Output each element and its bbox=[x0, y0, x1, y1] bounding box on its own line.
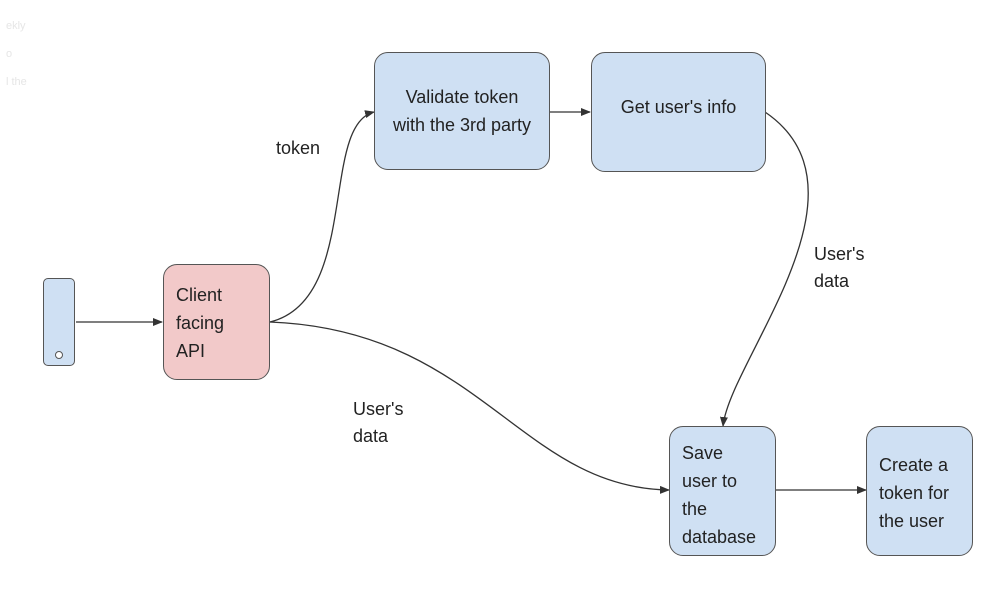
edge-label-line: User's bbox=[814, 244, 865, 264]
node-client-facing-api: Client facing API bbox=[163, 264, 270, 380]
faint-text-fragment: ekly bbox=[6, 20, 26, 32]
node-text-line: the user bbox=[879, 511, 945, 531]
phone-icon bbox=[43, 278, 75, 366]
node-text-line: database bbox=[682, 527, 757, 547]
edge-label-line: User's bbox=[353, 399, 404, 419]
node-text-line: Create a bbox=[879, 455, 949, 475]
node-text-line: Client bbox=[176, 285, 223, 305]
faint-text-fragment: l the bbox=[6, 76, 27, 88]
node-get-users-info: Get user's info bbox=[591, 52, 766, 172]
node-text-line: user to bbox=[682, 471, 738, 491]
node-text-line: with the 3rd party bbox=[392, 115, 532, 135]
phone-home-button bbox=[55, 351, 63, 359]
edge-label-token: token bbox=[276, 138, 321, 158]
edge-label-users-data-bottom: User's data bbox=[353, 396, 403, 450]
edge-get-info-to-save-user bbox=[719, 111, 809, 427]
node-create-token: Create a token for the user bbox=[866, 426, 973, 556]
edge-client-api-to-save-user bbox=[269, 321, 670, 494]
edge-label-line: data bbox=[353, 426, 389, 446]
edge-label-line: data bbox=[814, 271, 850, 291]
node-save-user: Save user to the database bbox=[669, 426, 776, 556]
node-text-line: Get user's info bbox=[620, 97, 737, 117]
faint-text-fragment: o bbox=[6, 48, 13, 60]
edge-label-users-data-right: User's data bbox=[814, 241, 864, 295]
node-text-line: facing bbox=[176, 313, 225, 333]
node-validate-token: Validate token with the 3rd party bbox=[374, 52, 550, 170]
node-text-line: API bbox=[176, 341, 206, 361]
node-text-line: Save bbox=[682, 443, 724, 463]
node-text-line: token for bbox=[879, 483, 950, 503]
node-text-line: the bbox=[682, 499, 708, 519]
node-text-line: Validate token bbox=[405, 87, 519, 107]
edge-client-api-to-validate bbox=[269, 110, 375, 323]
